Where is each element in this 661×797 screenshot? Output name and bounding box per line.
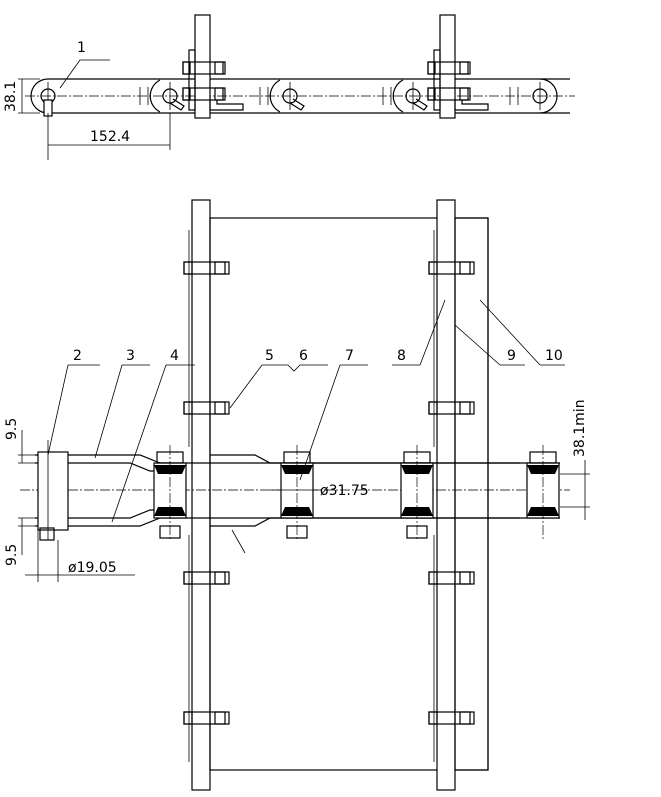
bolt-head: [428, 261, 438, 275]
link-arc: [392, 79, 404, 113]
attachment-bracket: [188, 49, 196, 111]
pin-nut: [159, 525, 181, 539]
nut: [459, 261, 471, 275]
attachment-plate: [191, 199, 211, 791]
nut: [214, 261, 226, 275]
cotter-pin: [169, 98, 185, 111]
lower-plate: [210, 517, 520, 527]
leader-3: [94, 364, 150, 459]
dim-plate-bottom-label: 9.5: [4, 544, 20, 566]
cotter-pin: [289, 98, 305, 111]
nut: [214, 571, 226, 585]
part-label-2: 2: [73, 348, 82, 364]
dim-pin-diameter-label: ø19.05: [68, 560, 117, 576]
bolt-head: [183, 571, 193, 585]
bolt-head: [183, 711, 193, 725]
leader-8: [392, 299, 446, 366]
pin-head: [529, 451, 557, 464]
leader-4: [111, 364, 195, 523]
dim-height-label: 38.1: [3, 81, 19, 112]
bolt-head: [428, 711, 438, 725]
attachment-bracket: [433, 49, 441, 111]
end-pin: [37, 451, 69, 531]
upper-plate: [210, 454, 520, 464]
link-arc: [269, 79, 281, 113]
pin-nut: [406, 525, 428, 539]
leader-7: [299, 364, 368, 481]
pin-head: [283, 451, 311, 464]
bolt-head: [427, 87, 436, 101]
leader-5: [229, 364, 288, 409]
link-arc: [149, 79, 161, 113]
cotter-pin: [412, 98, 428, 111]
upper-plate: [35, 454, 560, 464]
bolt-head: [428, 401, 438, 415]
bolt-head: [183, 261, 193, 275]
part-label-4: 4: [170, 348, 179, 364]
nut: [459, 61, 469, 75]
attachment-plate: [194, 14, 211, 119]
bolt-head: [428, 571, 438, 585]
top-view: [18, 14, 575, 160]
part-label-1: 1: [77, 40, 86, 56]
nut: [459, 87, 469, 101]
angle-bracket: [454, 100, 489, 111]
bolt-head: [183, 401, 193, 415]
wear-plate: [454, 217, 489, 771]
nut: [214, 401, 226, 415]
dim-pitch-label: 152.4: [90, 129, 130, 145]
leader-wear-plate: [231, 529, 246, 554]
dim-plate-top-label: 9.5: [4, 418, 20, 440]
dim-roller-diameter-label: ø31.75: [320, 483, 369, 499]
nut: [459, 711, 471, 725]
pin-head: [156, 451, 184, 464]
pin-nut: [39, 527, 55, 541]
leader-9: [454, 324, 525, 366]
part-label-7: 7: [345, 348, 354, 364]
nut: [214, 711, 226, 725]
lower-plate: [35, 517, 560, 527]
part-label-9: 9: [507, 348, 516, 364]
leader-10: [479, 299, 565, 366]
attachment-plate: [436, 199, 456, 791]
leader-1: [59, 59, 110, 89]
nut: [214, 61, 224, 75]
part-label-10: 10: [545, 348, 563, 364]
part-label-5: 5: [265, 348, 274, 364]
bolt-head: [182, 87, 191, 101]
part-label-3: 3: [126, 348, 135, 364]
leader-2: [47, 364, 100, 456]
leader-6: [287, 364, 328, 372]
nut: [459, 401, 471, 415]
pin-head: [403, 451, 431, 464]
angle-bracket: [209, 100, 244, 111]
front-view: [18, 199, 590, 791]
attachment-plate: [439, 14, 456, 119]
nut: [459, 571, 471, 585]
dim-clearance-label: 38.1min: [572, 399, 588, 457]
pin-nut: [286, 525, 308, 539]
part-label-8: 8: [397, 348, 406, 364]
bolt-head: [427, 61, 436, 75]
bolt-head: [182, 61, 191, 75]
nut: [214, 87, 224, 101]
chain-bar-outline: [48, 78, 570, 114]
part-label-6: 6: [299, 348, 308, 364]
